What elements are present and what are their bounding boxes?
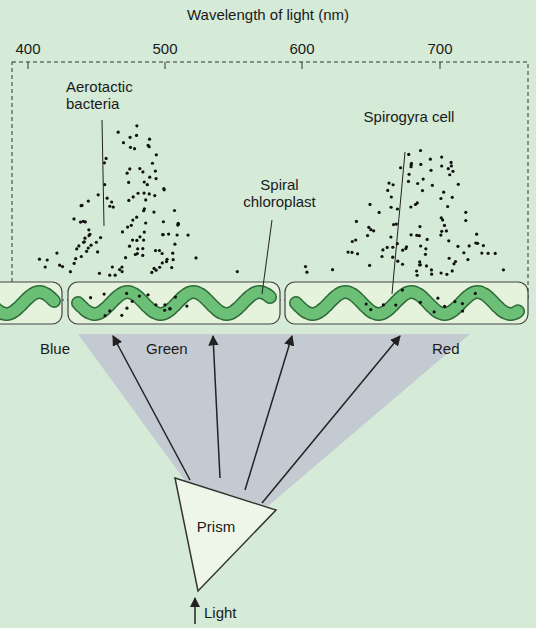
part-label: Spirogyra cell <box>360 108 458 125</box>
light-fan <box>78 334 470 506</box>
light-rays <box>113 336 400 624</box>
color-label: Green <box>146 340 206 357</box>
tick-label: 700 <box>420 40 460 57</box>
bacteria-dots <box>38 124 505 317</box>
prism: Prism <box>170 470 282 596</box>
color-label: Blue <box>40 340 100 357</box>
axis-title: Wavelength of light (nm) <box>0 6 536 23</box>
prism-label: Prism <box>197 518 235 535</box>
color-label: Red <box>432 340 492 357</box>
spirogyra-cells <box>0 282 528 324</box>
leader-lines <box>102 120 405 294</box>
spectrum-frame <box>12 62 528 300</box>
axis-ticks <box>28 62 440 69</box>
part-label: Aerotactic bacteria <box>66 78 156 113</box>
spiral-chloroplast <box>0 292 518 314</box>
tick-label: 500 <box>145 40 185 57</box>
part-label: Spiral chloroplast <box>232 176 327 211</box>
input-label: Light <box>204 604 264 621</box>
tick-label: 400 <box>8 40 48 57</box>
tick-label: 600 <box>282 40 322 57</box>
